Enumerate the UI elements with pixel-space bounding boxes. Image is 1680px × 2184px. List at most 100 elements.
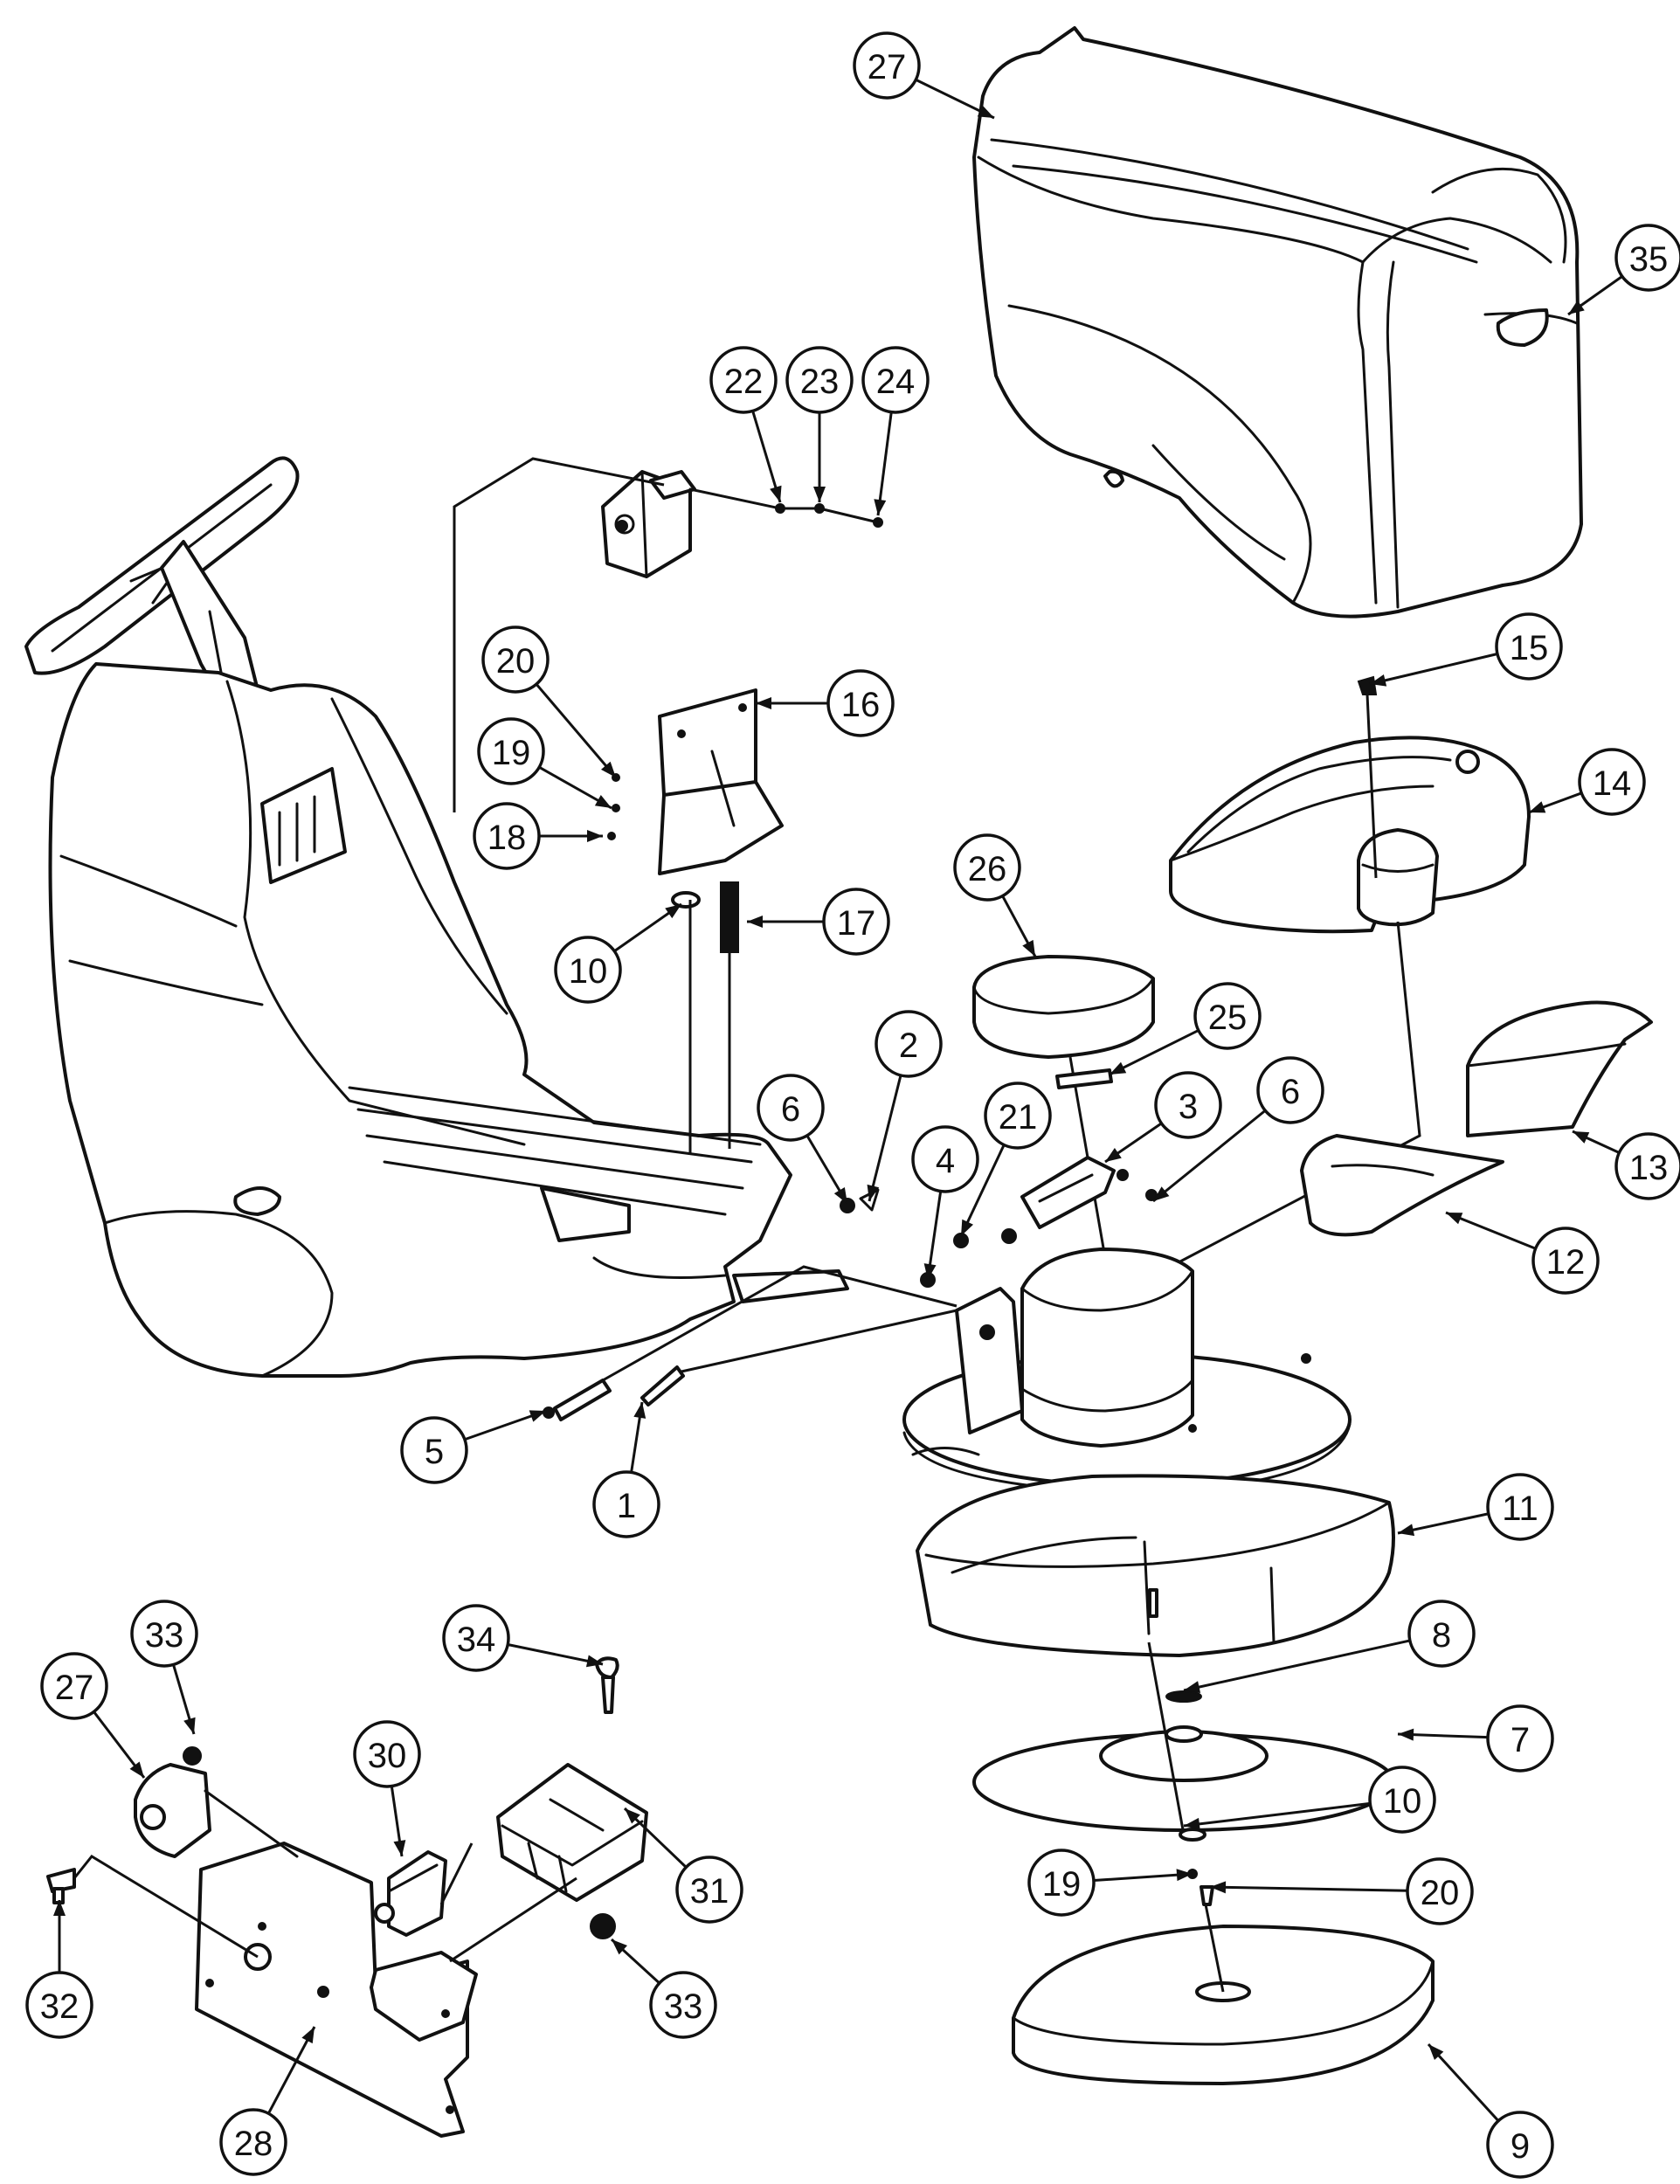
callout-number: 21 (999, 1098, 1038, 1137)
leader-arrowhead (129, 1761, 144, 1778)
callout-circle (911, 1125, 979, 1193)
callout-number: 7 (1511, 1721, 1530, 1759)
callout-circle (353, 1720, 421, 1788)
leader-arrowhead (961, 1219, 974, 1236)
callout-c17: 17 (747, 888, 890, 956)
cover-27 (972, 26, 1583, 619)
callout-c34: 34 (442, 1604, 604, 1672)
callout-circle (1614, 224, 1680, 292)
callout-circle (757, 1074, 825, 1142)
leader-arrowhead (1184, 1681, 1201, 1693)
callout-circle (709, 346, 778, 414)
callout-number: 6 (1281, 1073, 1300, 1111)
callout-c27b: 27 (40, 1652, 146, 1779)
leader-arrowhead (756, 697, 771, 709)
callout-circle (1531, 1227, 1600, 1295)
callout-circle (473, 802, 541, 870)
callout-c22: 22 (709, 346, 782, 503)
cover-14 (1161, 675, 1531, 1273)
callout-circle (1495, 612, 1563, 681)
callout-number: 12 (1546, 1243, 1586, 1282)
callout-circle (1486, 1704, 1554, 1773)
callout-number: 33 (145, 1616, 184, 1655)
leader-arrowhead (633, 1402, 646, 1419)
leader-arrowhead (665, 904, 681, 919)
leader-arrowhead (1573, 1131, 1590, 1144)
callout-number: 20 (496, 642, 536, 681)
callout-number: 10 (1383, 1782, 1422, 1821)
leader-arrowhead (977, 105, 994, 118)
callout-c16: 16 (756, 669, 895, 737)
callout-number: 24 (876, 363, 916, 401)
electrical-assembly (46, 1656, 648, 2138)
callout-c14: 14 (1528, 748, 1646, 816)
callout-number: 20 (1421, 1874, 1460, 1912)
disc-26 (972, 955, 1155, 1259)
callout-c33a: 33 (130, 1600, 198, 1735)
callout-number: 5 (425, 1433, 444, 1471)
callout-c19a: 19 (477, 717, 612, 810)
leader-arrowhead (183, 1717, 196, 1734)
leader-line (1093, 1872, 1193, 1883)
callout-circle (554, 936, 622, 1004)
leader-arrowhead (587, 830, 603, 842)
callout-number: 4 (936, 1142, 955, 1180)
clip-25 (1055, 1068, 1113, 1089)
leader-line (267, 2026, 316, 2115)
callout-circle (442, 1604, 510, 1672)
rod-5 (543, 1379, 612, 1421)
leader-line (876, 411, 893, 516)
callout-c20a: 20 (481, 625, 618, 778)
callout-c20b: 20 (1209, 1857, 1474, 1925)
callout-number: 13 (1629, 1149, 1669, 1187)
seat-chassis (24, 456, 849, 1378)
leader-arrowhead (1184, 1817, 1200, 1830)
callout-circle (1614, 1132, 1680, 1200)
callout-number: 25 (1208, 999, 1248, 1037)
leader-arrowhead (1176, 1869, 1193, 1882)
callout-circle (1368, 1766, 1436, 1834)
callout-c35: 35 (1567, 224, 1680, 316)
callout-c30: 30 (353, 1720, 421, 1857)
callout-c24: 24 (861, 346, 930, 516)
callout-circle (1486, 2111, 1554, 2179)
leader-arrowhead (1446, 1213, 1463, 1225)
callout-c23: 23 (785, 346, 854, 502)
callout-c19b: 19 (1027, 1849, 1193, 1917)
washer-10 (671, 891, 701, 1153)
leader-arrowhead (594, 795, 612, 808)
pad-9 (1012, 1904, 1435, 2085)
callout-circle (1154, 1071, 1222, 1139)
leader-line (1109, 1029, 1200, 1076)
bracket-assembly (453, 457, 883, 812)
callout-c7: 7 (1397, 1704, 1554, 1773)
leader-arrowhead (53, 1900, 66, 1916)
callout-circle (675, 1856, 743, 1924)
leader-arrowhead (1568, 300, 1585, 314)
callout-c10b: 10 (1183, 1766, 1436, 1834)
callout-number: 35 (1629, 240, 1669, 279)
callout-number: 33 (664, 1987, 703, 2026)
leader-line (868, 1075, 902, 1202)
leader-arrowhead (1398, 1524, 1415, 1537)
leader-line (1183, 1639, 1411, 1692)
callout-number: 22 (724, 363, 764, 401)
skirt-11 (916, 1474, 1395, 1657)
callout-c33b: 33 (610, 1938, 717, 2039)
leader-arrowhead (600, 761, 616, 778)
callout-c27a: 27 (853, 31, 995, 120)
callout-c15: 15 (1369, 612, 1563, 687)
callout-number: 26 (968, 850, 1007, 888)
callout-circle (953, 833, 1021, 902)
callout-number: 19 (1042, 1865, 1082, 1904)
callout-circle (875, 1010, 943, 1078)
callout-circle (853, 31, 921, 100)
leader-line (1445, 1211, 1537, 1250)
callout-circle (1256, 1056, 1324, 1124)
callout-c2: 2 (867, 1010, 943, 1202)
leader-arrowhead (529, 1410, 546, 1422)
callout-circle (984, 1082, 1052, 1150)
callout-number: 27 (868, 48, 907, 86)
cover-13 (1466, 1000, 1653, 1137)
